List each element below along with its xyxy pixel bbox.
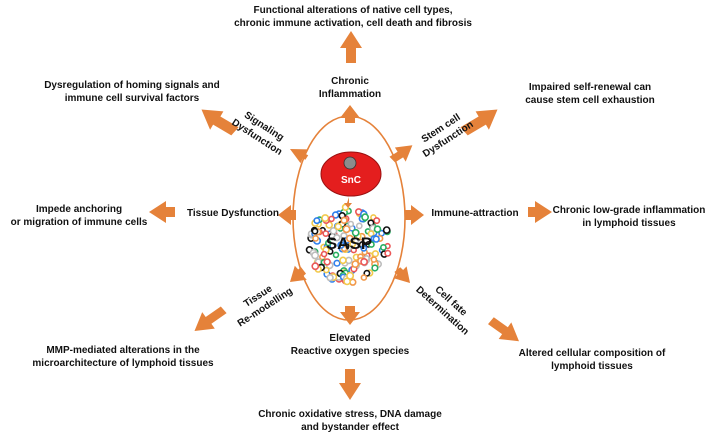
- arrow-top-inner: [340, 105, 360, 123]
- outcome-bottom-right: Altered cellular composition of lymphoid…: [518, 348, 666, 372]
- sasp-bead: [379, 243, 387, 251]
- sasp-bead: [324, 239, 332, 247]
- sasp-bead: [337, 241, 345, 249]
- sasp-bead: [346, 271, 355, 280]
- sasp-bead: [312, 234, 319, 242]
- sasp-bead: [367, 241, 375, 248]
- sasp-bead: [332, 251, 340, 259]
- arrow-top-right-inner: [389, 145, 413, 163]
- mediator-right: Immune-attraction: [431, 208, 519, 219]
- sasp-bead: [313, 217, 321, 225]
- sasp-bead: [334, 222, 342, 231]
- sasp-bead: [333, 259, 341, 267]
- sasp-bead: [360, 274, 368, 281]
- senescent-cell: [320, 151, 382, 197]
- arrow-top-left-inner: [290, 149, 309, 164]
- sasp-bead: [311, 251, 320, 260]
- sasp-bead: [320, 250, 328, 258]
- snc-label: SnC: [341, 175, 361, 186]
- sasp-bead: [351, 260, 360, 268]
- arrow-bottom-left-inner: [290, 265, 307, 282]
- sasp-bead: [322, 230, 330, 237]
- sasp-bead: [331, 211, 340, 219]
- outcome-top: Functional alterations of native cell ty…: [234, 5, 472, 29]
- arrow-left-inner: [278, 205, 296, 225]
- outcome-bottom-left: MMP-mediated alterations in the microarc…: [32, 345, 214, 369]
- sasp-bead: [311, 227, 319, 235]
- mediator-left: Tissue Dysfunction: [186, 208, 280, 219]
- outcome-top-left: Dysregulation of homing signals and immu…: [44, 80, 220, 104]
- sasp-bead: [360, 257, 368, 266]
- sasp-bead: [384, 249, 392, 257]
- sasp-bead: [355, 222, 363, 230]
- sasp-bead: [382, 226, 391, 234]
- arrow-top-outer: [340, 31, 362, 63]
- arrow-bottom-outer: [339, 369, 361, 400]
- mediator-top: Chronic Inflammation: [318, 76, 382, 100]
- arrow-top-right-outer: [460, 109, 498, 136]
- arrow-bottom-inner: [340, 306, 360, 325]
- outcome-left: Impede anchoring or migration of immune …: [10, 204, 148, 228]
- outcome-bottom: Chronic oxidative stress, DNA damage and…: [258, 409, 442, 433]
- sasp-bead: [351, 228, 360, 237]
- sasp-bead: [326, 274, 334, 282]
- sasp-bead: [361, 213, 369, 222]
- arrow-left-outer: [149, 201, 175, 223]
- sasp-bead: [328, 215, 335, 223]
- sasp-bead: [323, 258, 331, 266]
- arrow-bottom-left-outer: [194, 306, 227, 331]
- arrow-top-left-outer: [201, 109, 239, 136]
- outcome-right: Chronic low-grade inflammation in lympho…: [552, 205, 706, 229]
- sasp-bead: [371, 264, 379, 272]
- sasp-bead: [340, 216, 348, 224]
- arrow-right-outer: [528, 201, 552, 223]
- arrow-right-inner: [405, 205, 424, 225]
- sasp-bead: [329, 226, 338, 235]
- cell-nucleus: [343, 156, 357, 170]
- sasp-bead: [342, 225, 351, 234]
- sasp-bead: [333, 234, 341, 242]
- sasp-bead: [339, 256, 347, 265]
- snc-to-sasp-arrow: [344, 197, 352, 208]
- arrow-bottom-right-inner: [393, 266, 410, 283]
- sasp-bead: [349, 240, 357, 248]
- sasp-bead: [363, 269, 371, 277]
- outcome-top-right: Impaired self-renewal can cause stem cel…: [525, 82, 655, 106]
- sasp-bead: [370, 256, 378, 263]
- sasp-bead: [311, 262, 320, 271]
- sasp-bead: [347, 220, 355, 228]
- sasp-bead: [367, 230, 375, 238]
- sasp-bead: [371, 250, 380, 258]
- sasp-bead: [350, 246, 358, 254]
- sasp-bead: [321, 214, 330, 223]
- sasp-bead: [360, 244, 368, 252]
- sasp-beads-cluster: [305, 203, 392, 286]
- arrow-bottom-right-outer: [488, 317, 519, 342]
- sasp-bead: [345, 234, 354, 243]
- sasp-label: SASP: [326, 234, 372, 253]
- sasp-bead: [373, 225, 382, 233]
- mediator-bottom: Elevated Reactive oxygen species: [290, 333, 410, 357]
- sasp-bead: [373, 217, 381, 225]
- mediator-arrows: [278, 105, 424, 325]
- sasp-bead: [372, 235, 380, 243]
- outcome-arrows: [149, 31, 552, 400]
